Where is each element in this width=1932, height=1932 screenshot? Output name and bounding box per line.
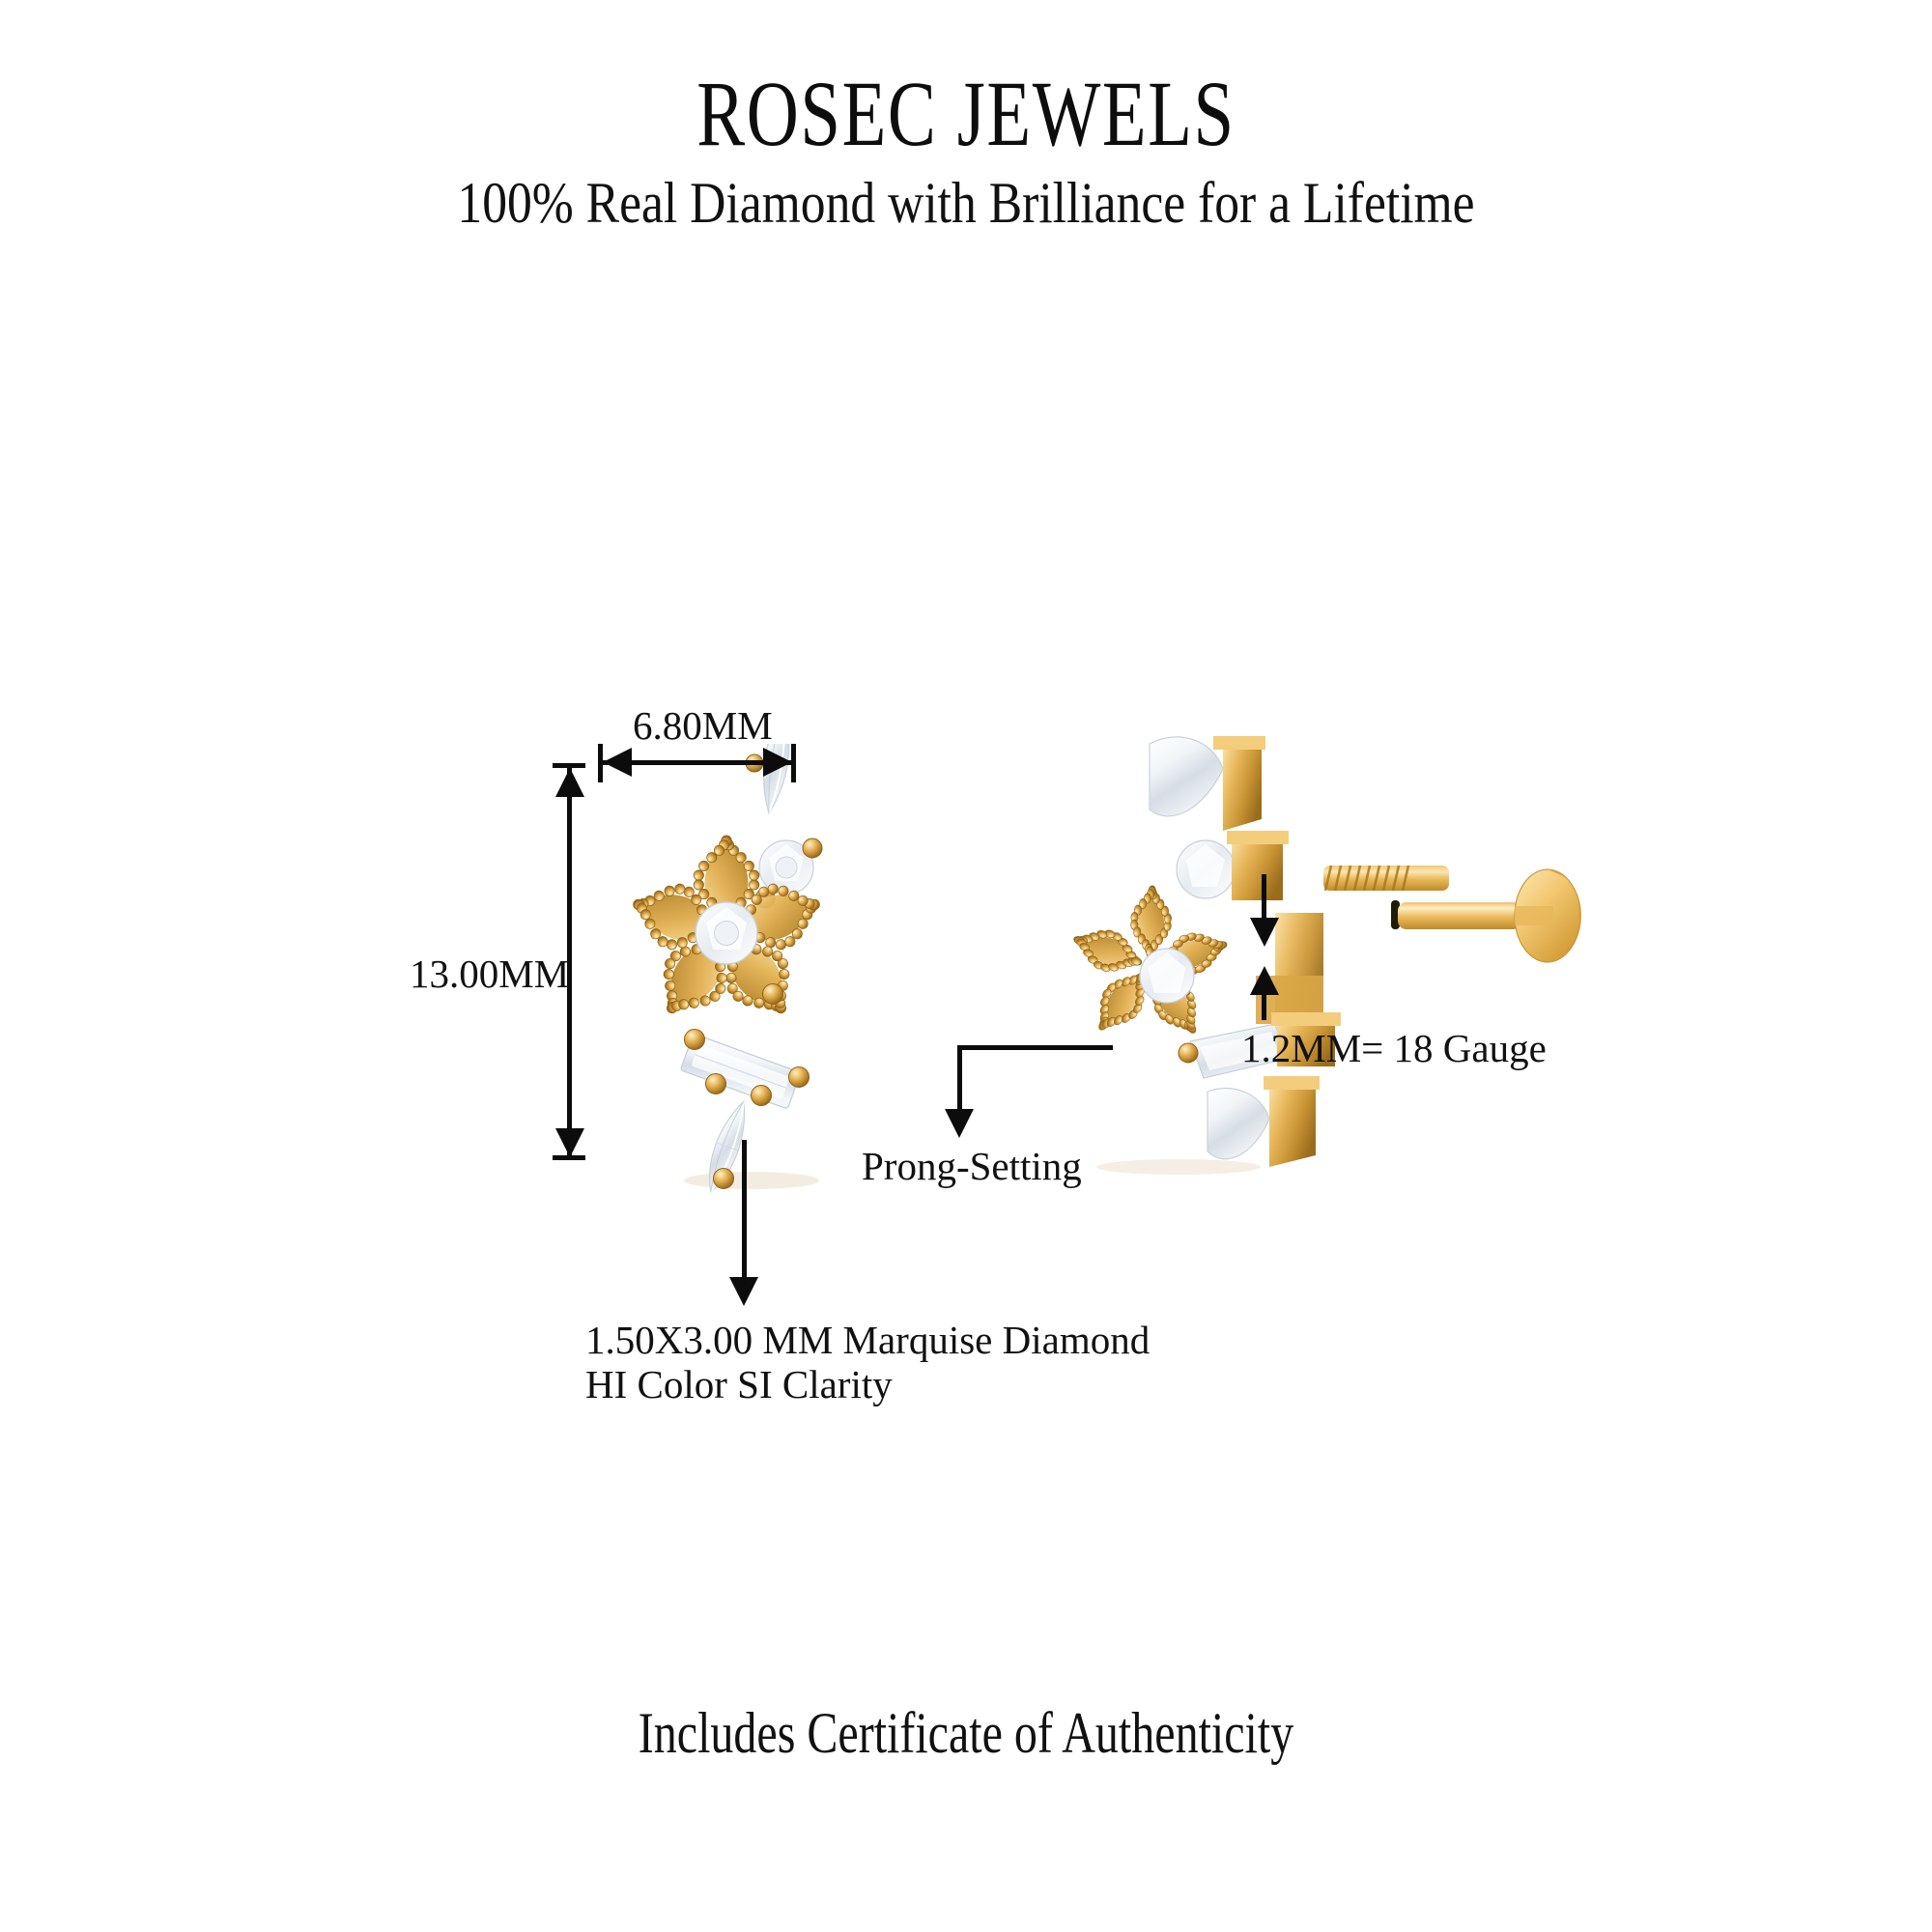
round-diamond-upper-side (1176, 831, 1289, 900)
height-arrow-down (555, 1128, 584, 1157)
gauge-line-bottom (1262, 993, 1266, 1020)
flat-back-post-and-disc (1391, 868, 1582, 963)
width-dimension-label: 6.80MM (633, 703, 773, 748)
flower-petal (1098, 972, 1147, 1031)
marquise-leader-arrow (729, 1277, 758, 1306)
height-tick-top (553, 763, 585, 768)
threaded-post (1323, 865, 1449, 892)
width-arrow-left (603, 748, 632, 777)
marquise-diamond-top-side (1149, 736, 1265, 831)
prong-leader-vertical (957, 1045, 962, 1115)
marquise-diamond-bottom-side (1207, 1076, 1320, 1167)
height-tick-bottom (553, 1155, 585, 1160)
prong-setting-label: Prong-Setting (862, 1144, 1082, 1188)
prong-leader-arrow (945, 1109, 974, 1138)
gauge-line-top (1262, 874, 1266, 923)
gauge-arrow-down (1250, 918, 1279, 947)
round-diamond-center (695, 901, 758, 965)
flower-petal (1073, 929, 1143, 972)
width-tick-right (791, 744, 796, 782)
gauge-arrow-up (1250, 966, 1279, 995)
flower-petal (1130, 885, 1172, 958)
certificate-note: Includes Certificate of Authenticity (638, 1701, 1294, 1765)
beaded-flower (633, 835, 820, 1014)
width-tick-left (598, 744, 603, 782)
round-diamond-center-side (1139, 948, 1195, 1004)
gauge-label: 1.2MM= 18 Gauge (1241, 1026, 1547, 1070)
prong-leader-horizontal (957, 1045, 1113, 1050)
height-dimension-line (567, 768, 572, 1156)
page-tagline: 100% Real Diamond with Brilliance for a … (457, 171, 1475, 235)
baguette-diamond (680, 1034, 801, 1109)
height-dimension-label: 13.00MM (410, 952, 570, 996)
width-arrow-right (763, 748, 792, 777)
marquise-stone-line1: 1.50X3.00 MM Marquise Diamond (585, 1318, 1151, 1362)
earring-front-view (633, 744, 823, 1194)
page-title: ROSEC JEWELS (696, 62, 1236, 165)
marquise-leader-line (742, 1140, 747, 1283)
width-dimension-line (603, 760, 792, 765)
beaded-flower-side (1073, 885, 1228, 1034)
earring-side-view (1073, 736, 1449, 1175)
marquise-stone-label: 1.50X3.00 MM Marquise Diamond HI Color S… (585, 1318, 1151, 1407)
baguette-diamond-side (1189, 1012, 1341, 1079)
marquise-stone-line2: HI Color SI Clarity (585, 1361, 893, 1406)
round-diamond-upper (758, 839, 814, 895)
height-arrow-up (555, 768, 584, 797)
